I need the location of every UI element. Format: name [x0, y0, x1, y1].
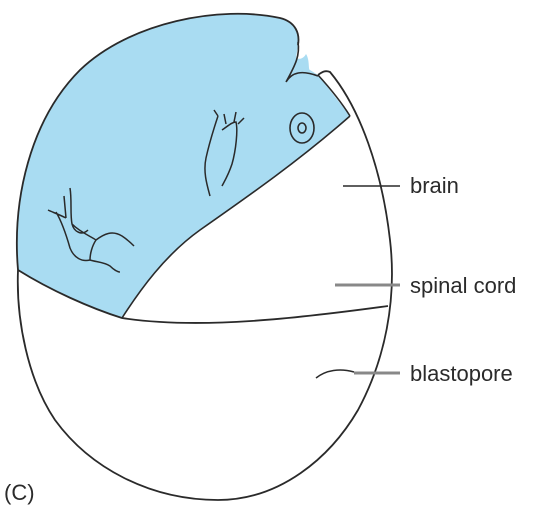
panel-label: (C) — [4, 480, 35, 505]
blastopore-mark — [316, 370, 354, 378]
shaded-neural-region — [17, 14, 350, 318]
brain-label: brain — [410, 173, 459, 198]
spinal-cord-label: spinal cord — [410, 273, 516, 298]
blastopore-label: blastopore — [410, 361, 513, 386]
